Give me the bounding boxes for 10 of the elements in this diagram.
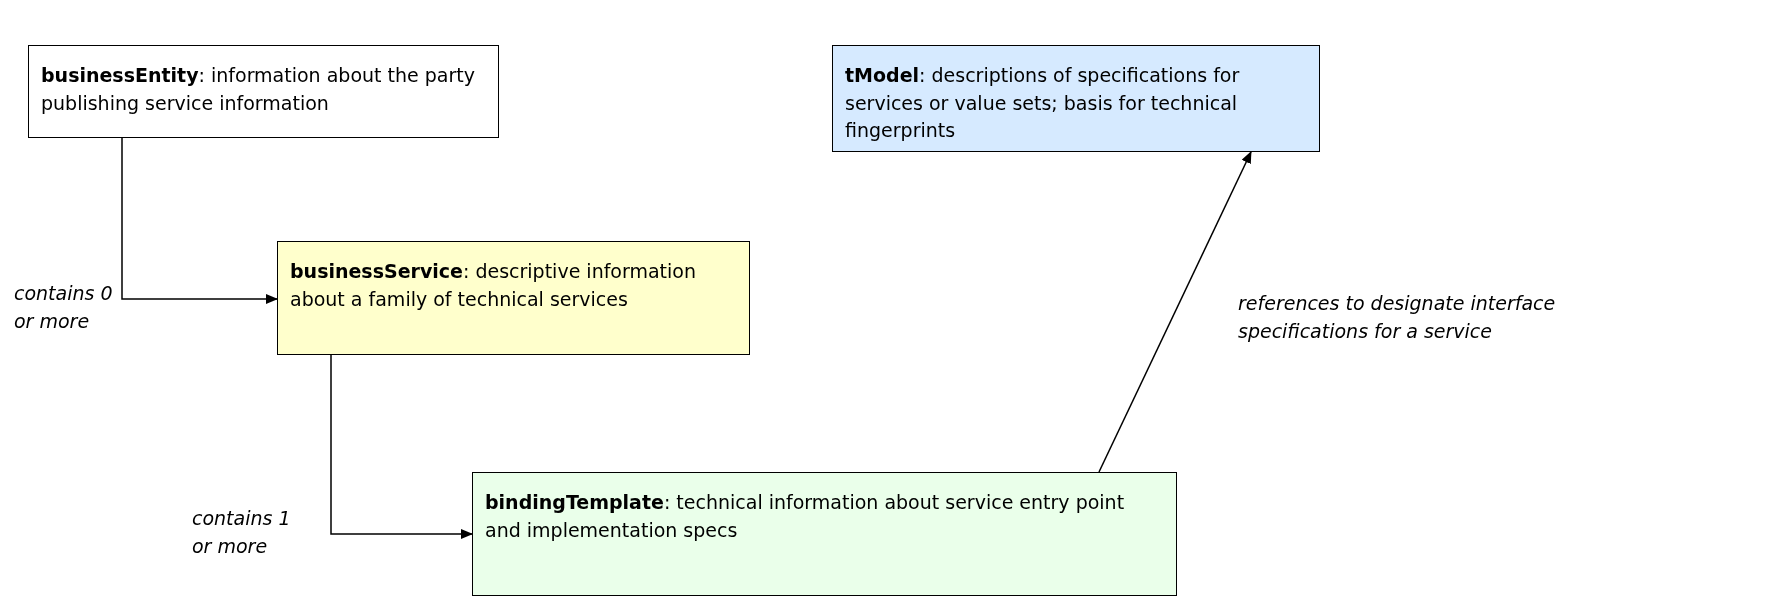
edge-label: contains 0 or more: [14, 281, 114, 334]
definition-box: businessService: descriptive information about a family of technical services: [277, 241, 750, 355]
definition-box: businessEntity: information about the party publishing service information: [28, 45, 499, 138]
connector-arrow: [121, 137, 278, 304]
connector-arrow: [1098, 151, 1252, 473]
definition-box: tModel: descriptions of specifications for services or value sets; basis for technical fingerprints: [832, 45, 1320, 152]
connector-arrow: [330, 354, 473, 539]
edge-label: references to designate interface specifications for a service: [1238, 291, 1557, 344]
edge-label: contains 1 or more: [192, 506, 292, 559]
definition-box: bindingTemplate: technical information about service entry point and implementation specs: [472, 472, 1177, 596]
